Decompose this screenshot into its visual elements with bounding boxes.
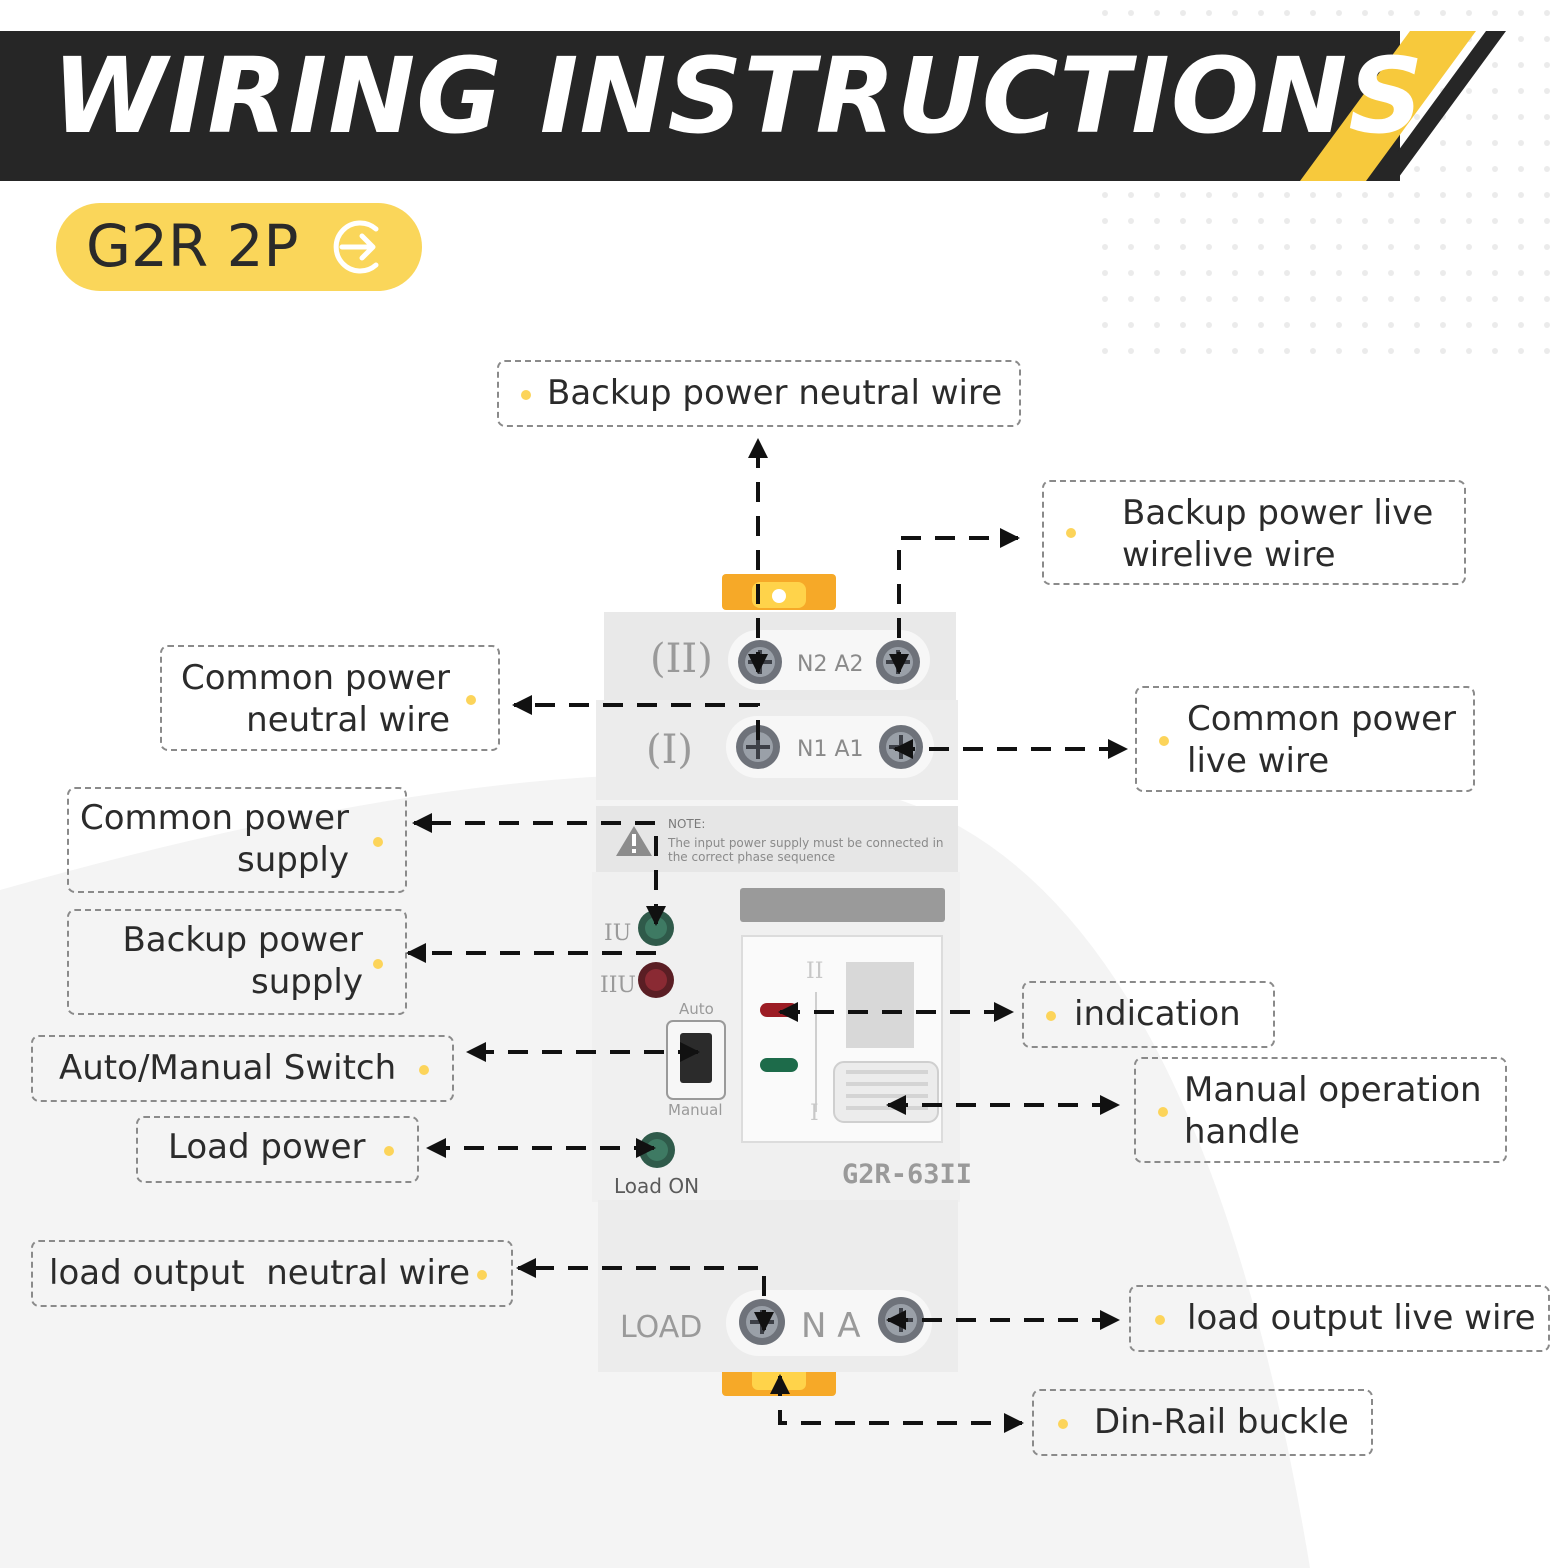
callout-backup-live: Backup power live wirelive wire — [1042, 480, 1466, 585]
callout-indication: indication — [1022, 981, 1275, 1048]
callout-common-supply: Common power supply — [67, 787, 407, 893]
callout-common-neutral: Common power neutral wire — [160, 645, 500, 751]
callout-load-neutral: load output neutral wire — [31, 1240, 513, 1307]
callout-indication-text: indication — [1074, 994, 1241, 1034]
callout-backup-live-text: Backup power live wirelive wire — [1122, 493, 1434, 575]
terminal-labels-2: N2 A2 — [797, 652, 864, 677]
arrow-common-supply — [412, 813, 666, 926]
load-on-label: Load ON — [614, 1174, 699, 1198]
status-bar — [740, 888, 945, 922]
indicator-iiu — [638, 962, 674, 998]
switch-manual-label: Manual — [668, 1101, 723, 1119]
load-terminal-labels: N A — [801, 1306, 861, 1346]
arrow-right-circle-icon — [333, 220, 379, 274]
page-title: WIRING INSTRUCTIONS — [52, 35, 1425, 157]
callout-load-power-text: Load power — [168, 1127, 366, 1167]
callout-common-supply-text: Common power supply — [79, 798, 349, 880]
device-model: G2R-63II — [842, 1159, 972, 1190]
callout-manual-handle-text: Manual operation handle — [1184, 1070, 1482, 1152]
handle-position-ii: II — [806, 959, 823, 984]
title-banner — [0, 31, 1400, 181]
banner-stripe — [1290, 31, 1506, 181]
indicator-iiu-label: IIU — [600, 973, 636, 998]
arrow-backup-live — [889, 528, 1020, 674]
note-title: NOTE: — [668, 817, 705, 831]
callout-din-rail-text: Din-Rail buckle — [1094, 1402, 1349, 1442]
switch-auto-label: Auto — [679, 1000, 714, 1018]
handle-position-i: I — [810, 1101, 819, 1126]
roman-i: (I) — [646, 727, 693, 773]
arrow-load-neutral — [516, 1258, 774, 1332]
callout-load-live-text: load output live wire — [1187, 1298, 1536, 1338]
callout-common-live-text: Common power live wire — [1187, 699, 1457, 781]
arrow-common-neutral — [512, 695, 760, 740]
callout-load-live: load output live wire — [1129, 1285, 1550, 1352]
callout-backup-neutral-text: Backup power neutral wire — [547, 373, 1003, 413]
callout-backup-supply-text: Backup power supply — [122, 920, 363, 1002]
callout-common-neutral-text: Common power neutral wire — [180, 658, 450, 740]
callout-auto-manual: Auto/Manual Switch — [31, 1035, 454, 1102]
callout-backup-neutral: Backup power neutral wire — [497, 360, 1021, 427]
callout-load-power: Load power — [136, 1116, 419, 1183]
callout-load-neutral-text: load output neutral wire — [49, 1253, 471, 1293]
note-text: The input power supply must be connected… — [667, 836, 944, 864]
lamp-green — [760, 1058, 798, 1072]
screw-n1 — [736, 725, 780, 769]
model-badge: G2R 2P — [56, 203, 422, 291]
callout-din-rail: Din-Rail buckle — [1032, 1389, 1373, 1456]
callout-backup-supply: Backup power supply — [67, 909, 407, 1015]
roman-ii: (II) — [650, 636, 713, 682]
model-badge-label: G2R 2P — [86, 212, 299, 280]
terminal-labels-1: N1 A1 — [797, 737, 864, 762]
callout-auto-manual-text: Auto/Manual Switch — [59, 1048, 397, 1088]
callout-manual-handle: Manual operation handle — [1134, 1057, 1507, 1163]
callout-common-live: Common power live wire — [1135, 686, 1475, 792]
arrow-din-rail — [770, 1374, 1024, 1433]
